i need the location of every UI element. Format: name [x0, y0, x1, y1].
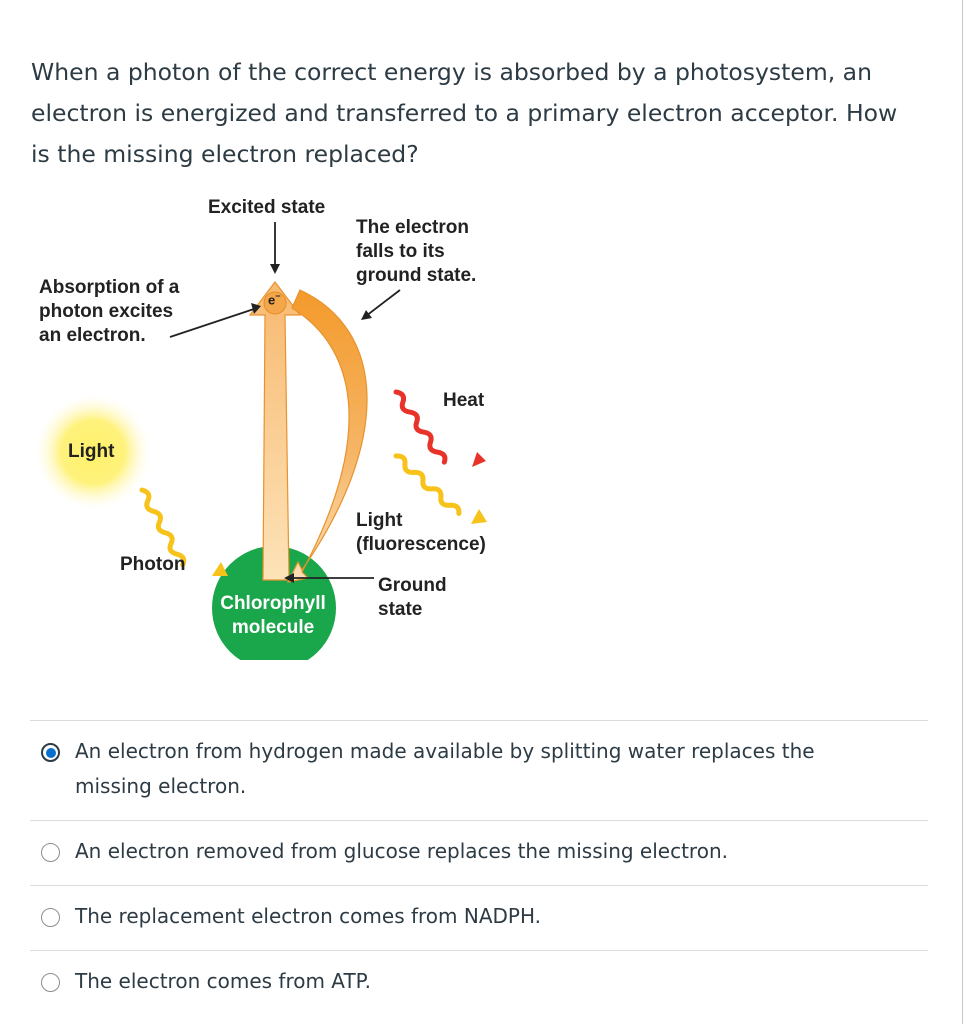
fluorescence-wave-icon	[393, 453, 462, 516]
photon-wave-icon	[139, 487, 187, 568]
excited-state-label: Excited state	[208, 197, 326, 218]
answer-option-3[interactable]: The replacement electron comes from NADP…	[30, 886, 928, 950]
absorption-label: Absorption of a photon excites an electr…	[39, 277, 180, 346]
answer-option-2-text: An electron removed from glucose replace…	[75, 839, 728, 863]
chlorophyll-label: Chlorophyll molecule	[220, 593, 326, 638]
answer-option-1-text: An electron from hydrogen made available…	[75, 739, 815, 798]
radio-unselected-icon[interactable]	[41, 843, 60, 862]
absorption-pointer	[169, 308, 255, 338]
heat-arrowhead	[472, 452, 486, 467]
radio-selected-icon[interactable]	[41, 743, 60, 762]
question-text: When a photon of the correct energy is a…	[31, 58, 898, 168]
radio-unselected-icon[interactable]	[41, 973, 60, 992]
photon-label: Photon	[120, 554, 186, 575]
falls-pointer	[365, 289, 401, 317]
fall-arrow	[286, 289, 368, 583]
diagram-graphic	[35, 222, 487, 660]
answer-divider	[30, 950, 928, 951]
fluorescence-label: Light (fluorescence)	[356, 510, 486, 555]
photon-arrowhead	[212, 562, 228, 576]
answer-option-4-text: The electron comes from ATP.	[75, 969, 371, 993]
answer-option-1[interactable]: An electron from hydrogen made available…	[30, 721, 928, 820]
page-right-border	[962, 0, 963, 1024]
light-label: Light	[68, 441, 115, 462]
answer-option-2[interactable]: An electron removed from glucose replace…	[30, 821, 928, 885]
heat-label: Heat	[443, 390, 485, 411]
electron-marker	[263, 291, 287, 315]
answer-options: An electron from hydrogen made available…	[30, 720, 928, 1015]
answer-divider	[30, 720, 928, 721]
answer-option-3-text: The replacement electron comes from NADP…	[75, 904, 542, 928]
fluorescence-arrowhead	[471, 509, 487, 524]
excitation-arrow	[248, 281, 302, 581]
photosystem-diagram: Excited state The electron falls to its …	[30, 190, 530, 660]
electron-symbol: e−	[268, 291, 281, 308]
answer-divider	[30, 820, 928, 821]
light-glow	[35, 394, 151, 510]
electron-falls-label: The electron falls to its ground state.	[356, 217, 477, 286]
answer-option-4[interactable]: The electron comes from ATP.	[30, 951, 928, 1015]
ground-state-label: Ground state	[378, 575, 447, 620]
heat-wave-icon	[393, 389, 448, 465]
answer-divider	[30, 885, 928, 886]
radio-unselected-icon[interactable]	[41, 908, 60, 927]
